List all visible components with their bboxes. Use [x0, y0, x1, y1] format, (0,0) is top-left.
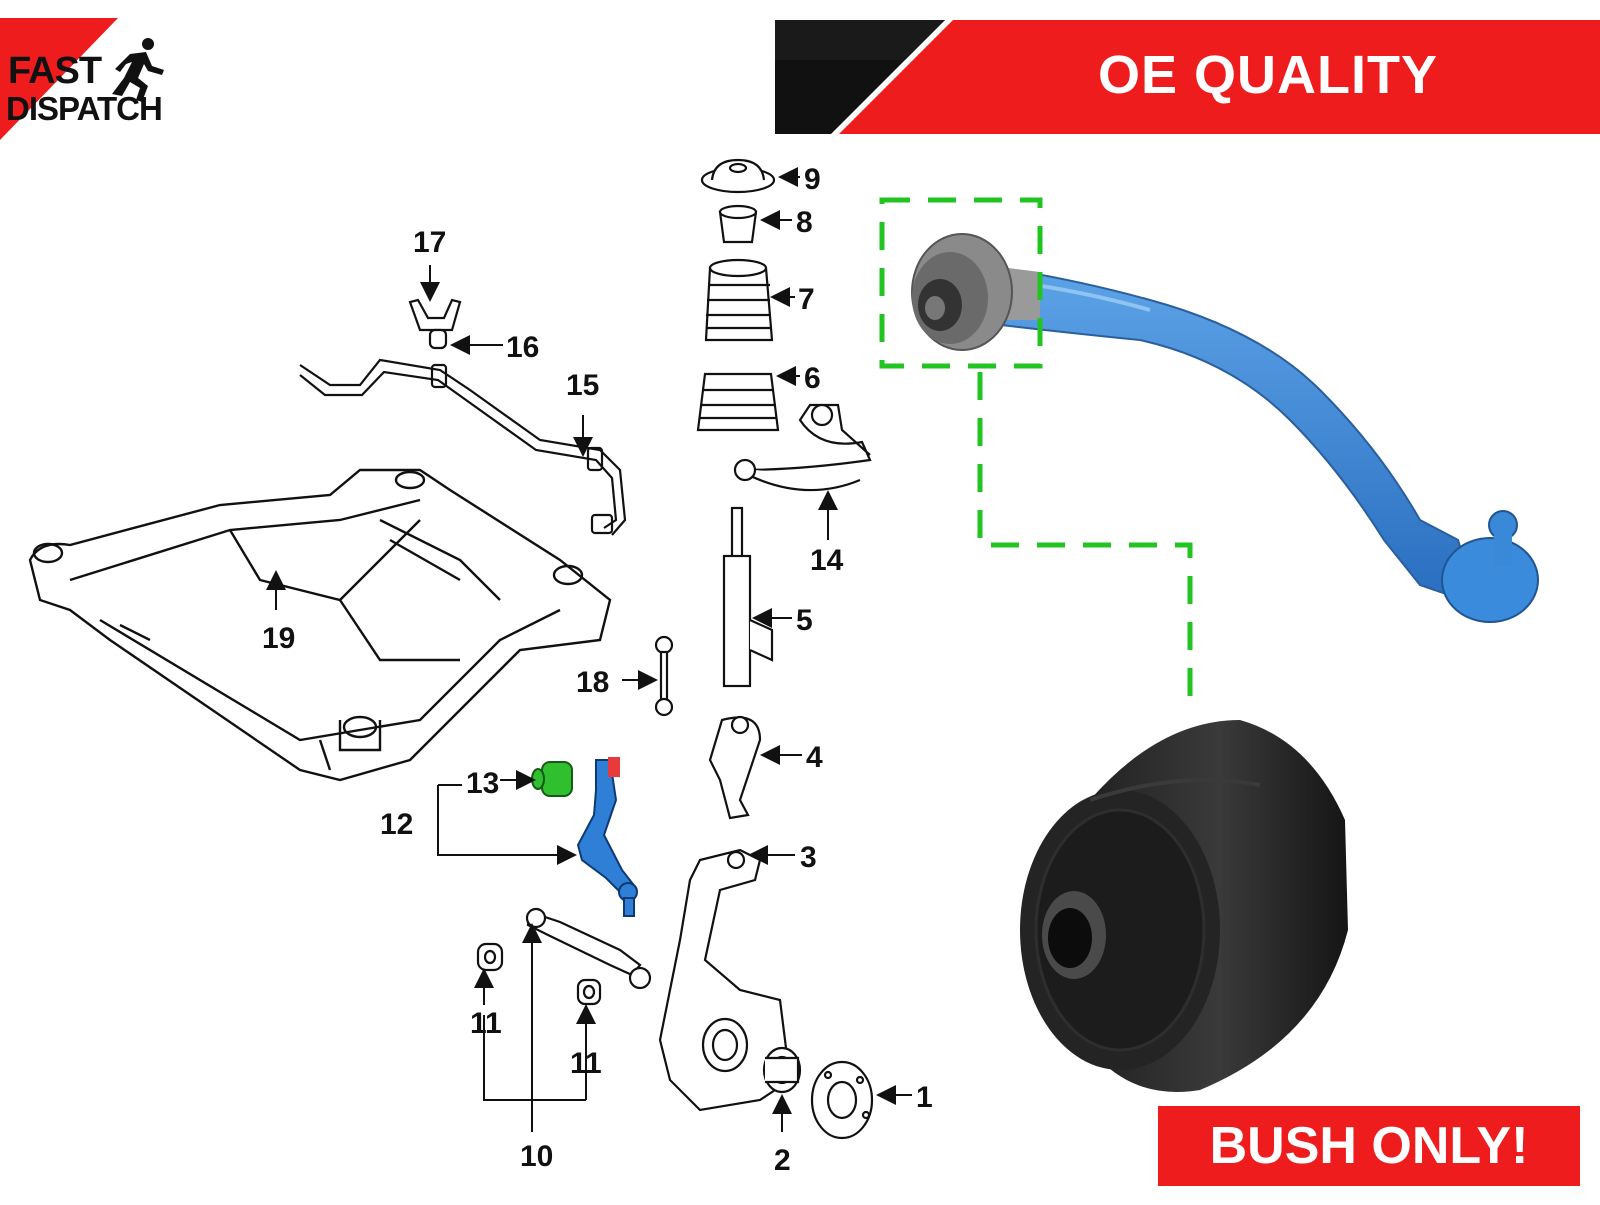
callout-8: 8: [796, 206, 813, 239]
bush-only-text: BUSH ONLY!: [1209, 1117, 1529, 1175]
steering-knuckle: [658, 848, 792, 1112]
highlighted-control-arm: [576, 757, 638, 917]
strut-assembly: [696, 158, 780, 688]
badge-line-fast: FAST: [8, 50, 102, 92]
leader-lines: [266, 167, 912, 1132]
wheel-hub: [810, 1060, 874, 1140]
badge-line-dispatch: DISPATCH: [6, 90, 163, 127]
callout-1: 1: [916, 1081, 933, 1114]
fast-dispatch-badge: FAST DISPATCH: [0, 0, 170, 150]
callout-6: 6: [804, 362, 821, 395]
lower-bushing-b: [576, 978, 602, 1006]
runner-icon: [112, 38, 164, 102]
callout-18: 18: [576, 666, 609, 699]
stabilizer-bar: [299, 358, 627, 536]
callout-4: 4: [806, 741, 823, 774]
callout-9: 9: [804, 163, 821, 196]
callout-16: 16: [506, 331, 539, 364]
callout-2: 2: [774, 1144, 791, 1177]
callout-17: 17: [413, 226, 446, 259]
lower-arm: [525, 907, 652, 990]
callout-10: 10: [520, 1140, 553, 1173]
wheel-bearing: [762, 1046, 802, 1094]
bush-photo: [1020, 720, 1348, 1092]
callout-19: 19: [262, 622, 295, 655]
upper-control-arm: [733, 403, 872, 492]
callout-13: 13: [466, 767, 499, 800]
lower-bushing-a: [476, 942, 504, 972]
oe-quality-banner: [775, 20, 1600, 134]
callout-15: 15: [566, 369, 599, 402]
corner-stripe: [0, 18, 164, 140]
stabilizer-bracket: [408, 298, 462, 350]
callout-12: 12: [380, 808, 413, 841]
bush-highlight-guide: [879, 197, 1193, 700]
subframe: [28, 468, 612, 782]
stabilizer-link: [654, 635, 674, 717]
callout-5: 5: [796, 604, 813, 637]
callout-11b: 11: [570, 1047, 602, 1080]
control-arm-photo: [911, 233, 1539, 623]
bush-only-banner: BUSH ONLY!: [1158, 1106, 1580, 1186]
highlighted-bushing: [531, 761, 573, 797]
callout-numbers: 1 2 3 4 5 6 7 8 9 10 11 11 12 13 14 15 1…: [262, 163, 933, 1177]
callout-3: 3: [800, 841, 817, 874]
callout-11a: 11: [470, 1007, 502, 1040]
callout-7: 7: [798, 283, 815, 316]
oe-quality-text: OE QUALITY: [1098, 45, 1439, 105]
knuckle-bracket: [708, 715, 762, 820]
callout-14: 14: [810, 544, 844, 577]
